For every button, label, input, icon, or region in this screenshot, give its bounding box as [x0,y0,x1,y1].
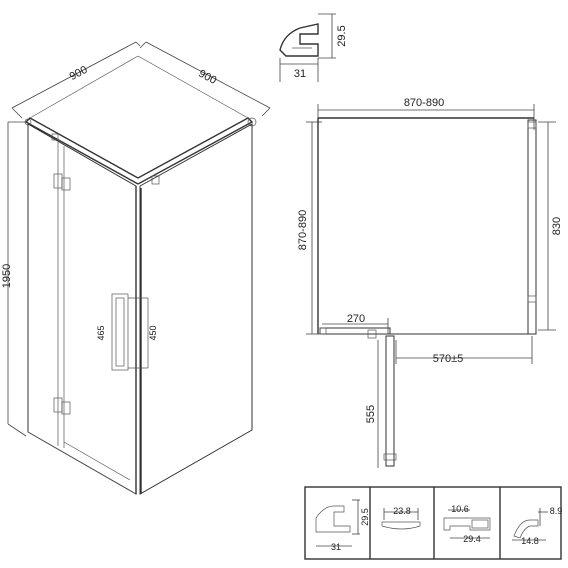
top-profile-width-label: 31 [294,68,306,80]
profile4-b-label: 14.8 [521,536,539,546]
overall-depth-label: 870-890 [297,210,309,250]
profile1-a-label: 29.5 [360,508,370,526]
profile-cell-3: 10.6 29.4 [443,504,491,544]
side-panel-label: 830 [551,217,563,235]
handle-outer-label: 465 [96,325,106,340]
height-label: 1950 [1,264,13,288]
door-opening-label: 570±5 [433,353,464,365]
profile-cell-2: 23.8 [381,506,421,530]
width-left-label: 900 [68,64,90,83]
profile2-a-label: 23.8 [393,506,411,516]
profile1-b-label: 31 [331,542,341,552]
width-right-label: 900 [196,68,218,87]
handle-inner-label: 450 [148,325,158,340]
isometric-view: 900 900 1950 465 4 [1,41,271,495]
door-swing-label: 555 [365,405,377,423]
profile-cell-1: 29.5 31 [315,499,370,552]
profiles-table: 29.5 31 23.8 10.6 29.4 8.9 [304,486,562,560]
profile4-a-label: 8.9 [550,506,563,516]
fixed-panel-label: 270 [347,313,365,325]
overall-width-label: 870-890 [404,97,444,109]
profile3-a-label: 10.6 [451,504,469,514]
profile3-b-label: 29.4 [463,534,481,544]
top-profile-detail: 29.5 31 [279,13,348,82]
top-profile-height-label: 29.5 [336,25,348,46]
profile-cell-4: 8.9 14.8 [512,506,562,546]
plan-view: 870-890 870-890 830 270 570±5 [297,97,563,468]
